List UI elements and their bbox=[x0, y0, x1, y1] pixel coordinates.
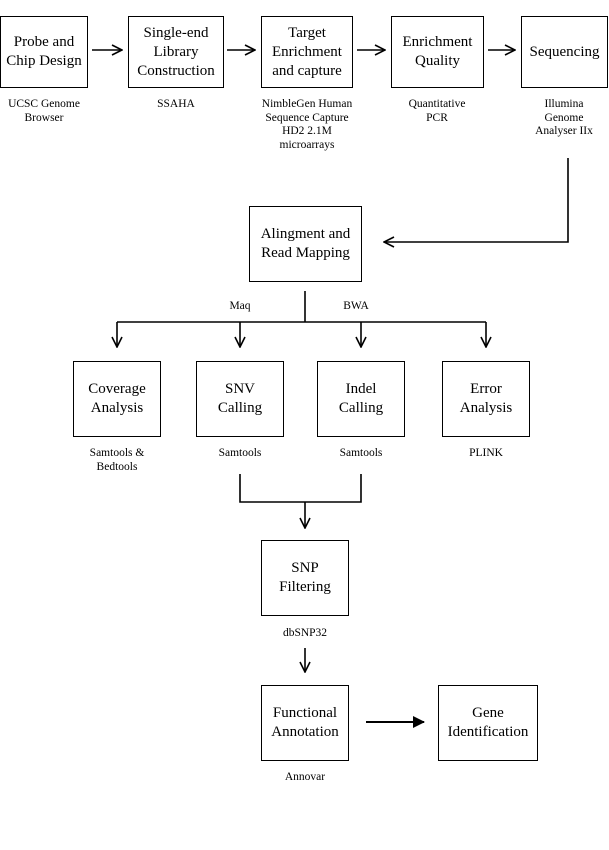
target-enrichment-box: Target Enrichment and capture bbox=[261, 16, 353, 88]
error-analysis-tool: PLINK bbox=[469, 447, 503, 461]
box-text: Gene bbox=[472, 705, 504, 721]
label-text: PCR bbox=[426, 111, 448, 124]
label-text: Browser bbox=[24, 111, 64, 124]
enrichment-quality-box: Enrichment Quality bbox=[391, 16, 484, 88]
error-analysis-box: Error Analysis bbox=[442, 361, 530, 437]
box-text: Identification bbox=[447, 724, 529, 740]
label-text: Samtools bbox=[218, 447, 262, 459]
label-text: Genome bbox=[544, 111, 584, 124]
label-text: Annovar bbox=[284, 771, 326, 783]
box-text: Analysis bbox=[90, 400, 144, 416]
merge-snv-indel bbox=[239, 474, 362, 503]
arrow-sequencing-to-alignment bbox=[384, 158, 569, 242]
functional-annotation-box: Functional Annotation bbox=[261, 685, 349, 761]
box-text: Enrichment bbox=[272, 43, 342, 60]
box-text: Enrichment bbox=[402, 34, 473, 50]
snv-calling-tool: Samtools bbox=[219, 447, 262, 461]
label-text: SSAHA bbox=[157, 98, 195, 110]
label-text: dbSNP32 bbox=[282, 627, 328, 639]
library-construction-box: Single-end Library Construction bbox=[128, 16, 224, 88]
label-text: Sequence Capture bbox=[265, 111, 349, 124]
snp-filtering-box: SNP Filtering bbox=[261, 540, 349, 616]
sequencing-tool: Illumina Genome Analyser IIx bbox=[535, 98, 593, 139]
box-text: Single-end bbox=[143, 24, 209, 41]
box-text: Annotation bbox=[271, 724, 339, 740]
box-text: Error bbox=[470, 381, 502, 397]
functional-annotation-tool: Annovar bbox=[285, 771, 325, 785]
box-text: Probe and bbox=[13, 34, 75, 50]
branch-tool-maq: Maq bbox=[229, 300, 251, 312]
box-text: and capture bbox=[272, 62, 342, 79]
snv-calling-box: SNV Calling bbox=[196, 361, 284, 437]
sequencing-box: Sequencing bbox=[521, 16, 608, 88]
box-text: Alingment and bbox=[260, 226, 351, 242]
gene-identification-box: Gene Identification bbox=[438, 685, 538, 761]
library-construction-tool: SSAHA bbox=[157, 98, 195, 112]
label-text: Samtools bbox=[339, 447, 383, 459]
branch-tool-bwa: BWA bbox=[343, 300, 369, 312]
probe-design-box: Probe and Chip Design bbox=[0, 16, 88, 88]
label-text: Quantitative bbox=[408, 98, 466, 110]
box-text: SNV bbox=[224, 381, 255, 397]
box-text: Target bbox=[288, 24, 326, 41]
box-text: Indel bbox=[345, 381, 377, 397]
label-text: Bedtools bbox=[96, 460, 138, 473]
box-text: Library bbox=[153, 43, 199, 60]
box-text: SNP bbox=[291, 560, 319, 576]
box-text: Calling bbox=[217, 400, 263, 416]
enrichment-quality-tool: Quantitative PCR bbox=[409, 98, 466, 125]
coverage-analysis-box: Coverage Analysis bbox=[73, 361, 161, 437]
box-text: Read Mapping bbox=[261, 245, 350, 261]
box-text: Quality bbox=[415, 53, 460, 69]
box-text: Calling bbox=[338, 400, 384, 416]
box-text: Chip Design bbox=[6, 53, 82, 69]
label-text: NimbleGen Human bbox=[261, 98, 353, 110]
label-text: Illumina bbox=[544, 98, 584, 110]
coverage-analysis-tool: Samtools & Bedtools bbox=[90, 447, 145, 474]
label-text: HD2 2.1M bbox=[282, 125, 332, 137]
box-text: Analysis bbox=[459, 400, 513, 416]
alignment-box: Alingment and Read Mapping bbox=[249, 206, 362, 282]
label-text: Analyser IIx bbox=[535, 125, 593, 137]
label-text: PLINK bbox=[469, 447, 503, 459]
box-text: Filtering bbox=[279, 579, 331, 595]
indel-calling-box: Indel Calling bbox=[317, 361, 405, 437]
box-text: Construction bbox=[137, 62, 215, 79]
box-text: Sequencing bbox=[529, 43, 600, 60]
box-text: Functional bbox=[272, 705, 338, 721]
box-text: Coverage bbox=[88, 381, 146, 397]
indel-calling-tool: Samtools bbox=[340, 447, 383, 461]
label-text: UCSC Genome bbox=[8, 98, 80, 110]
probe-design-tool: UCSC Genome Browser bbox=[8, 98, 80, 125]
label-text: microarrays bbox=[279, 138, 335, 151]
target-enrichment-tool: NimbleGen Human Sequence Capture HD2 2.1… bbox=[262, 98, 352, 152]
snp-filtering-tool: dbSNP32 bbox=[283, 627, 327, 641]
label-text: Samtools & bbox=[89, 447, 145, 459]
